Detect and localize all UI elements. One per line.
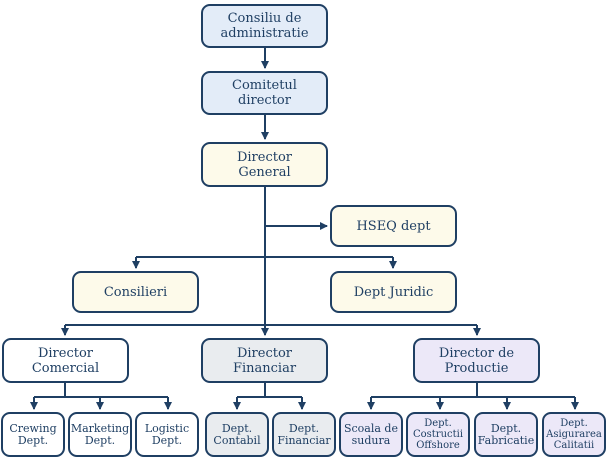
general-director-node: Director General	[201, 142, 328, 187]
legal-node: Dept Juridic	[330, 271, 457, 313]
advisors-node: Consilieri	[72, 271, 199, 313]
hseq-node: HSEQ dept	[330, 205, 457, 247]
offshore-dept-node: Dept. Costructii Offshore	[406, 412, 470, 457]
commercial-director-node: Director Comercial	[2, 338, 129, 383]
finance-dept-node: Dept. Financiar	[272, 412, 336, 457]
crewing-dept-node: Crewing Dept.	[1, 412, 65, 457]
quality-dept-node: Dept. Asigurarea Calitatii	[542, 412, 606, 457]
board-node: Consiliu de administratie	[201, 4, 328, 48]
accounting-dept-node: Dept. Contabil	[205, 412, 269, 457]
financial-director-node: Director Financiar	[201, 338, 328, 383]
welding-school-node: Scoala de sudura	[339, 412, 403, 457]
production-director-node: Director de Productie	[413, 338, 540, 383]
committee-node: Comitetul director	[201, 71, 328, 115]
logistic-dept-node: Logistic Dept.	[135, 412, 199, 457]
marketing-dept-node: Marketing Dept.	[68, 412, 132, 457]
fabrication-dept-node: Dept. Fabricatie	[474, 412, 538, 457]
